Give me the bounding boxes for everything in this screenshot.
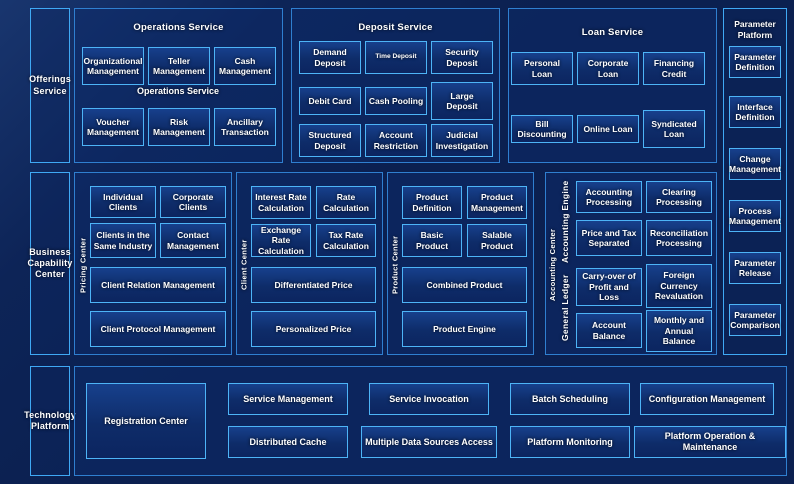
box-debit-card[interactable]: Debit Card (299, 87, 361, 115)
vlabel-pricing-center: Pricing Center (78, 237, 88, 293)
box-structured-deposit[interactable]: Structured Deposit (299, 124, 361, 157)
box-clearing-processing[interactable]: Clearing Processing (646, 181, 712, 213)
box-configuration-management[interactable]: Configuration Management (640, 383, 774, 415)
row-label-business-capability-center-text: Business Capability Center (27, 246, 73, 280)
box-combined-product[interactable]: Combined Product (402, 267, 527, 303)
box-organizational-management[interactable]: Organizational Management (82, 47, 144, 85)
vlabel-accounting-engine: Accounting Engine (560, 180, 570, 264)
box-interest-rate-calculation[interactable]: Interest Rate Calculation (251, 186, 311, 219)
box-platform-operation-and-maintenance[interactable]: Platform Operation & Maintenance (634, 426, 786, 458)
box-personalized-price[interactable]: Personalized Price (251, 311, 376, 347)
box-reconciliation-processing[interactable]: Reconciliation Processing (646, 220, 712, 256)
box-batch-scheduling[interactable]: Batch Scheduling (510, 383, 630, 415)
vlabel-general-ledger: General Ledger (560, 274, 570, 342)
box-parameter-definition[interactable]: Parameter Definition (729, 46, 781, 78)
box-large-deposit[interactable]: Large Deposit (431, 82, 493, 120)
box-tax-rate-calculation[interactable]: Tax Rate Calculation (316, 224, 376, 257)
row-label-business-capability-center: Business Capability Center (27, 172, 73, 355)
group-title-deposit-service: Deposit Service (358, 22, 433, 33)
box-salable-product[interactable]: Salable Product (467, 224, 527, 257)
box-foreign-currency-revaluation[interactable]: Foreign Currency Revaluation (646, 264, 712, 308)
box-parameter-release[interactable]: Parameter Release (729, 252, 781, 284)
box-interface-definition[interactable]: Interface Definition (729, 96, 781, 128)
box-multiple-data-sources-access[interactable]: Multiple Data Sources Access (361, 426, 497, 458)
box-individual-clients[interactable]: Individual Clients (90, 186, 156, 218)
box-exchange-rate-calculation[interactable]: Exchange Rate Calculation (251, 224, 311, 257)
vlabel-accounting-center: Accounting Center (548, 228, 557, 302)
box-platform-monitoring[interactable]: Platform Monitoring (510, 426, 630, 458)
box-cash-management[interactable]: Cash Management (214, 47, 276, 85)
box-product-definition[interactable]: Product Definition (402, 186, 462, 219)
row-label-offerings-service-text: Offerings Service (29, 74, 71, 96)
vlabel-client-center: Client Center (239, 239, 249, 291)
box-accounting-processing[interactable]: Accounting Processing (576, 181, 642, 213)
box-product-engine[interactable]: Product Engine (402, 311, 527, 347)
group-title-operations-service: Operations Service (133, 22, 224, 33)
box-process-management[interactable]: Process Management (729, 200, 781, 232)
box-contact-management[interactable]: Contact Management (160, 223, 226, 258)
box-corporate-loan[interactable]: Corporate Loan (577, 52, 639, 85)
box-demand-deposit[interactable]: Demand Deposit (299, 41, 361, 74)
box-online-loan[interactable]: Online Loan (577, 115, 639, 143)
box-carry-over-of-profit-and-loss[interactable]: Carry-over of Profit and Loss (576, 268, 642, 306)
row-label-offerings-service: Offerings Service (29, 8, 71, 163)
box-syndicated-loan[interactable]: Syndicated Loan (643, 110, 705, 148)
box-ancillary-transaction[interactable]: Ancillary Transaction (214, 108, 276, 146)
box-cash-pooling[interactable]: Cash Pooling (365, 87, 427, 115)
box-risk-management[interactable]: Risk Management (148, 108, 210, 146)
box-rate-calculation[interactable]: Rate Calculation (316, 186, 376, 219)
box-differentiated-price[interactable]: Differentiated Price (251, 267, 376, 303)
panel-title-parameter-platform: Parameter Platform (734, 19, 776, 41)
row-label-technology-platform-text: Technology Platform (24, 409, 76, 431)
box-financing-credit[interactable]: Financing Credit (643, 52, 705, 85)
box-teller-management[interactable]: Teller Management (148, 47, 210, 85)
vlabel-product-center: Product Center (390, 235, 400, 295)
group-title-operations-service-overlay: Operations Service (137, 86, 220, 96)
box-monthly-and-annual-balance[interactable]: Monthly and Annual Balance (646, 310, 712, 352)
box-judicial-investigation[interactable]: Judicial Investigation (431, 124, 493, 157)
box-parameter-comparison[interactable]: Parameter Comparison (729, 304, 781, 336)
box-client-protocol-management[interactable]: Client Protocol Management (90, 311, 226, 347)
row-label-technology-platform: Technology Platform (24, 366, 76, 476)
box-service-invocation[interactable]: Service Invocation (369, 383, 489, 415)
box-change-management[interactable]: Change Management (729, 148, 781, 180)
box-bill-discounting[interactable]: Bill Discounting (511, 115, 573, 143)
box-basic-product[interactable]: Basic Product (402, 224, 462, 257)
box-corporate-clients[interactable]: Corporate Clients (160, 186, 226, 218)
box-clients-in-the-same-industry[interactable]: Clients in the Same Industry (90, 223, 156, 258)
box-account-restriction[interactable]: Account Restriction (365, 124, 427, 157)
box-security-deposit[interactable]: Security Deposit (431, 41, 493, 74)
box-personal-loan[interactable]: Personal Loan (511, 52, 573, 85)
box-client-relation-management[interactable]: Client Relation Management (90, 267, 226, 303)
box-account-balance[interactable]: Account Balance (576, 313, 642, 348)
box-registration-center[interactable]: Registration Center (86, 383, 206, 459)
group-title-loan-service: Loan Service (581, 27, 644, 38)
box-time-deposit[interactable]: Time Deposit (365, 41, 427, 74)
box-service-management[interactable]: Service Management (228, 383, 348, 415)
box-price-and-tax-separated[interactable]: Price and Tax Separated (576, 220, 642, 256)
box-distributed-cache[interactable]: Distributed Cache (228, 426, 348, 458)
box-product-management[interactable]: Product Management (467, 186, 527, 219)
box-voucher-management[interactable]: Voucher Management (82, 108, 144, 146)
